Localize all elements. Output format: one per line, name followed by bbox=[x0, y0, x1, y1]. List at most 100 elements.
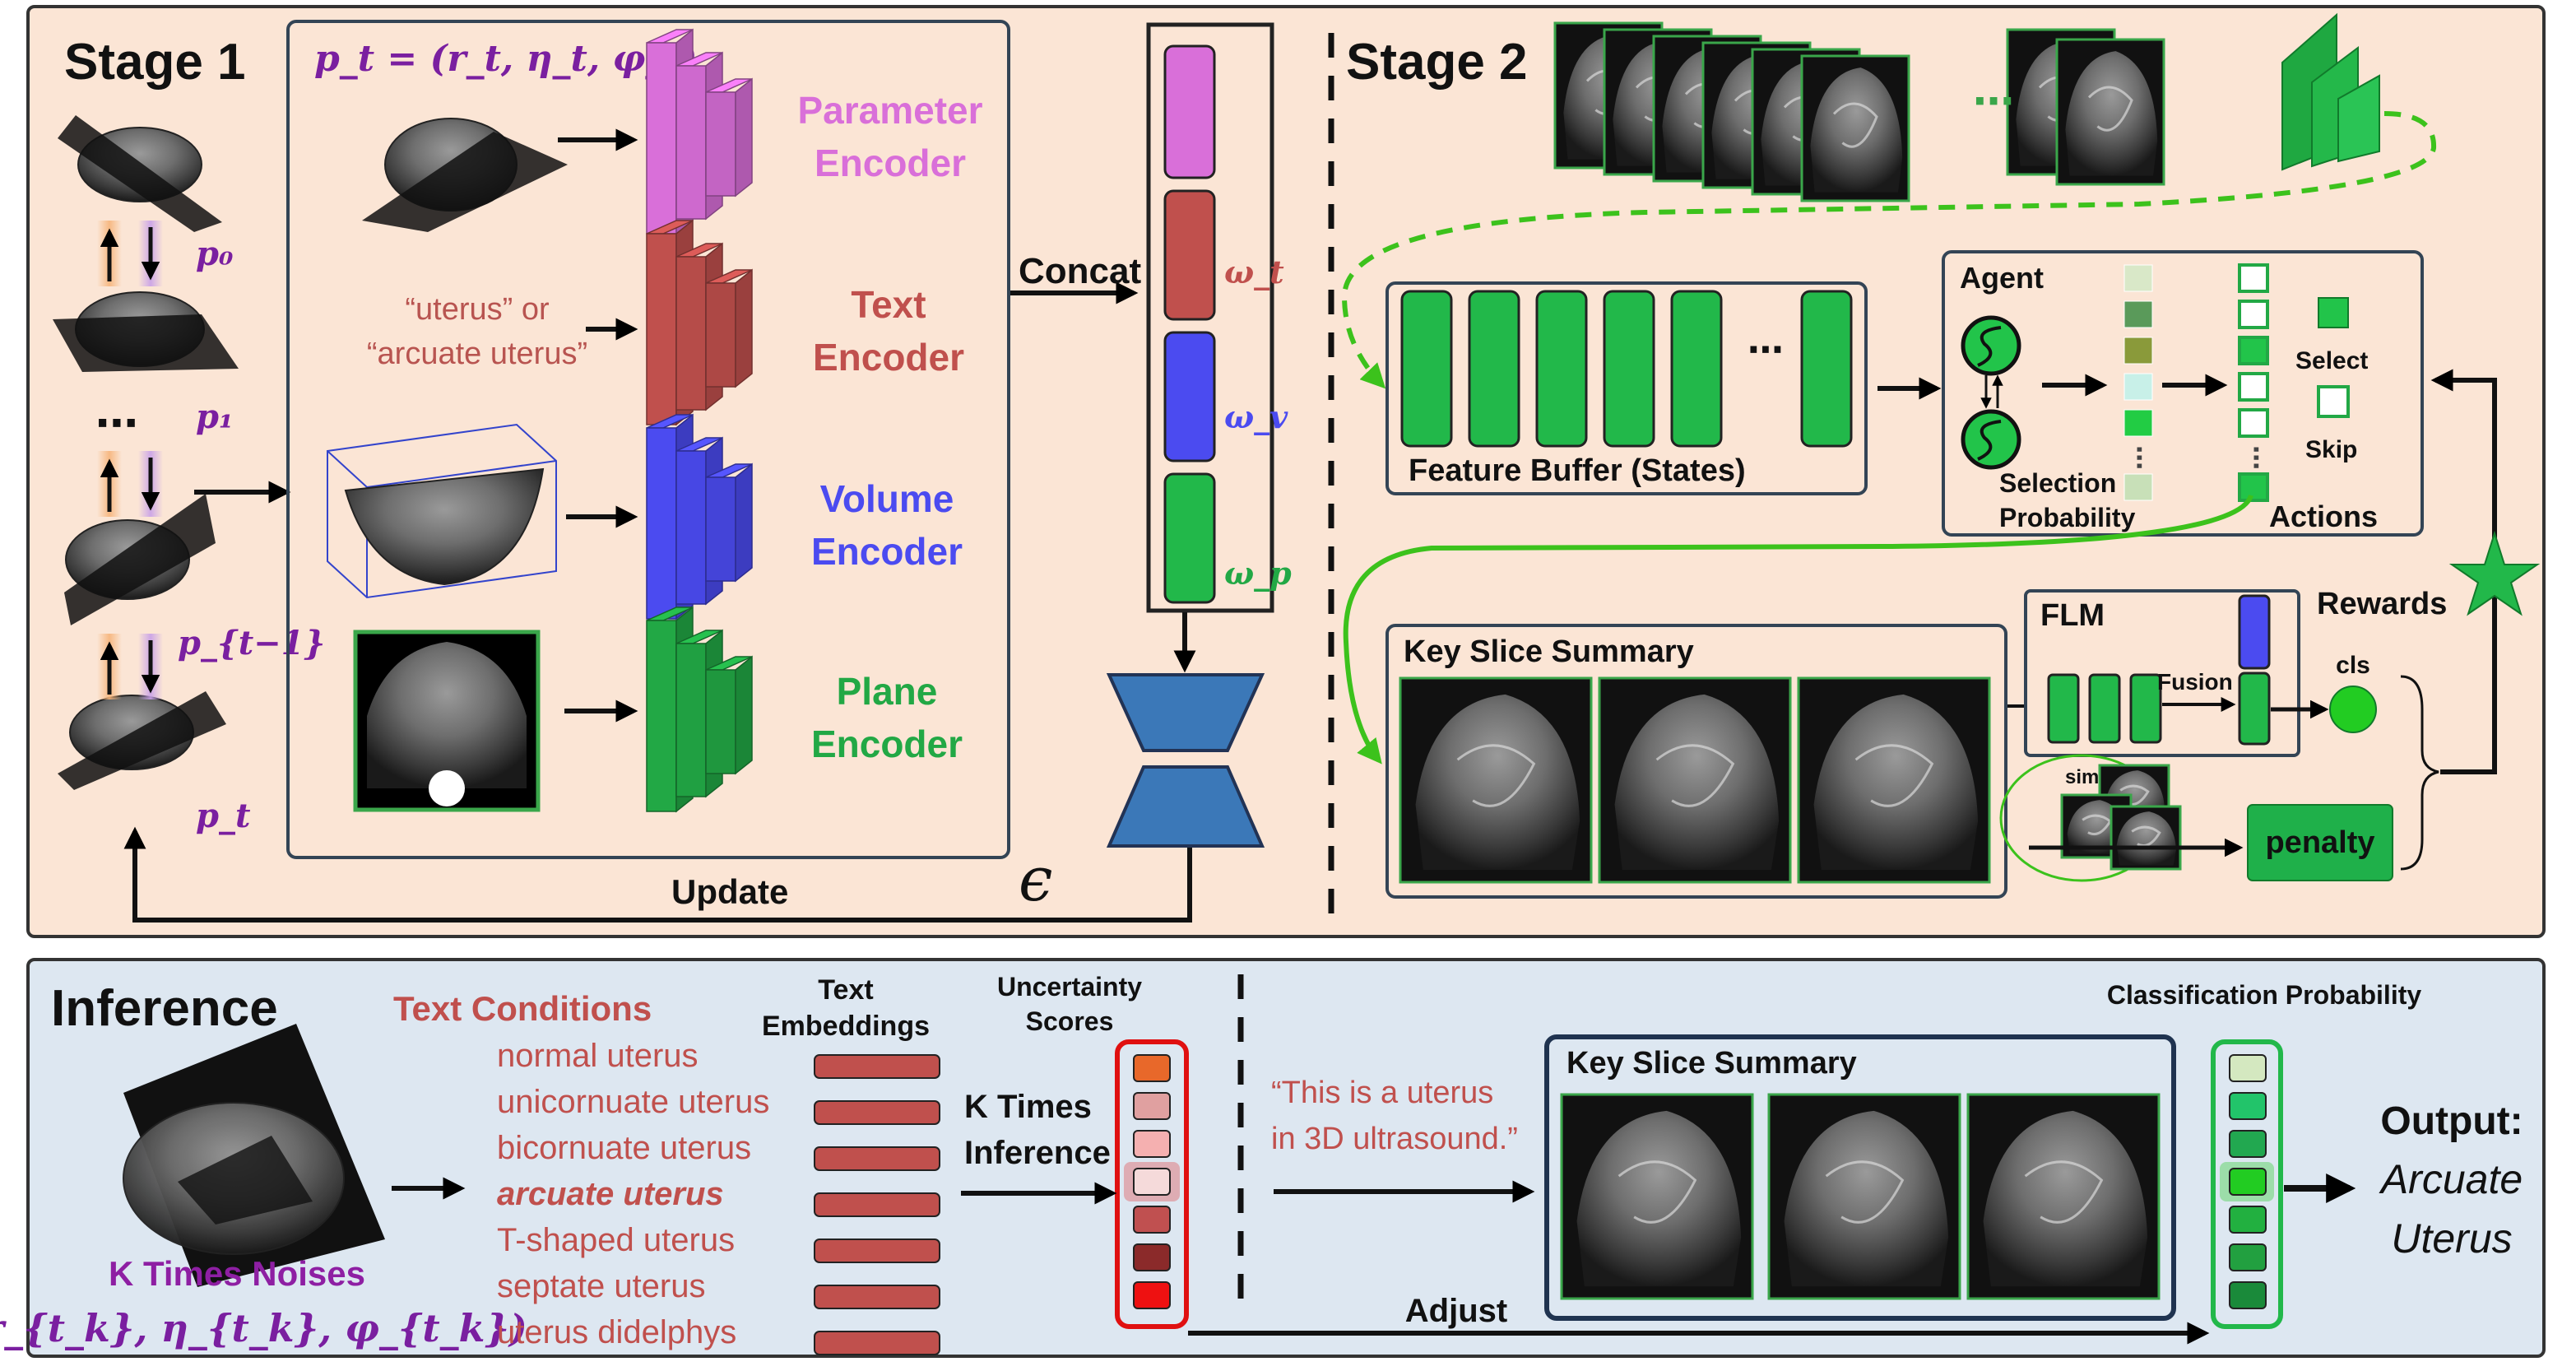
encoder-blocks bbox=[646, 28, 753, 813]
pose-formula: p_t = (r_t, η_t, φ_t) bbox=[314, 38, 697, 80]
inference-key-slice-3 bbox=[1966, 1093, 2161, 1300]
uncertainty-cell-5 bbox=[1133, 1206, 1171, 1234]
output-line-2: Uterus bbox=[2391, 1215, 2512, 1262]
action-cell-4 bbox=[2238, 372, 2269, 402]
parameter-encoder-block bbox=[646, 28, 753, 235]
text-condition-1: normal uterus bbox=[497, 1038, 699, 1074]
sim-label: sim bbox=[2065, 766, 2099, 788]
classification-cell-5 bbox=[2229, 1206, 2267, 1234]
penalty-label: penalty bbox=[2265, 825, 2374, 860]
fusion-image-feature bbox=[2238, 672, 2271, 746]
classification-cell-4 bbox=[2229, 1168, 2267, 1196]
uncertainty-cell-1 bbox=[1133, 1054, 1171, 1082]
classification-cell-2 bbox=[2229, 1092, 2267, 1120]
denoiser-network bbox=[1106, 673, 1265, 848]
slice-to-buffer-arrow bbox=[1341, 111, 2437, 389]
actions-to-summary-arrow bbox=[1343, 494, 2253, 765]
stage2-key-slices bbox=[1399, 676, 1991, 884]
update-arrow bbox=[123, 826, 1192, 923]
text-embedding-7 bbox=[814, 1331, 940, 1355]
text-input-line2: “arcuate uterus” bbox=[367, 337, 587, 371]
plane-encoder-block bbox=[646, 606, 753, 813]
flm-layer-2 bbox=[2088, 673, 2121, 744]
stage1-title: Stage 1 bbox=[64, 34, 246, 91]
volume-encoder-label-1: Volume bbox=[820, 477, 954, 520]
classification-cell-3 bbox=[2229, 1130, 2267, 1158]
feature-slot-volume bbox=[1163, 331, 1216, 462]
text-embedding-1 bbox=[814, 1054, 940, 1079]
rewards-label: Rewards bbox=[2317, 587, 2447, 621]
text-encoder-label-2: Encoder bbox=[813, 336, 964, 379]
fusion-label: Fusion bbox=[2157, 669, 2233, 695]
action-cell-2 bbox=[2238, 300, 2269, 329]
text-conditions-list: normal uterus unicornuate uterus bicornuat… bbox=[497, 1038, 769, 1350]
omega-p-label: ω_p bbox=[1224, 555, 1292, 592]
parameter-encoder-label-2: Encoder bbox=[815, 142, 966, 184]
feature-buffer bbox=[1385, 281, 1868, 495]
agent-panel bbox=[1942, 250, 2424, 537]
concat-feature-box bbox=[1146, 22, 1274, 613]
flm-layer-3 bbox=[2129, 673, 2162, 744]
parameter-input-volume bbox=[362, 118, 568, 232]
text-condition-3: bicornuate uterus bbox=[497, 1130, 751, 1166]
inference-key-slice-summary-label: Key Slice Summary bbox=[1566, 1046, 1857, 1081]
adjust-label: Adjust bbox=[1405, 1293, 1507, 1329]
uncertainty-cell-4 bbox=[1133, 1168, 1171, 1196]
selection-prob-cell-2 bbox=[2123, 300, 2153, 328]
action-cell-6 bbox=[2238, 472, 2269, 502]
text-embedding-4 bbox=[814, 1192, 940, 1217]
encoder-box bbox=[286, 20, 1010, 859]
plane-input-image bbox=[353, 630, 541, 812]
pose-arrows-0 bbox=[97, 221, 163, 286]
stage2-title: Stage 2 bbox=[1346, 34, 1528, 91]
k-times-label-2: Inference bbox=[964, 1135, 1111, 1171]
flm-layer-1 bbox=[2047, 673, 2080, 744]
pose-arrows-1 bbox=[97, 451, 163, 517]
actions-label: Actions bbox=[2269, 500, 2378, 533]
select-legend-label: Select bbox=[2295, 347, 2368, 374]
pose-label-p1: p₁ bbox=[196, 397, 234, 436]
flm-box bbox=[2024, 589, 2300, 757]
pose-ellipsis: ⋯ bbox=[95, 400, 138, 448]
stack-slice-6 bbox=[1800, 54, 1910, 202]
volume-encoder-label-2: Encoder bbox=[811, 530, 963, 573]
prompt-line-1: “This is a uterus bbox=[1271, 1076, 1493, 1110]
text-embeddings-label-1: Text bbox=[818, 974, 873, 1006]
output-label: Output: bbox=[2380, 1099, 2523, 1143]
agent-network bbox=[1961, 315, 2021, 470]
inference-title: Inference bbox=[51, 980, 278, 1037]
select-legend-swatch bbox=[2318, 297, 2349, 328]
update-label: Update bbox=[671, 872, 788, 911]
rewards-brace bbox=[2400, 675, 2439, 871]
noise-formula: (r_{t_k}, η_{t_k}, φ_{t_k}) bbox=[0, 1306, 527, 1350]
pose-volume-3 bbox=[58, 691, 226, 790]
stage1-section: Stage 1 bbox=[53, 20, 1292, 923]
pose-volume-2 bbox=[64, 494, 216, 625]
pose-label-pt: p_t bbox=[196, 797, 251, 835]
action-cell-3 bbox=[2238, 336, 2269, 365]
selection-prob-cell-4 bbox=[2123, 373, 2153, 401]
classification-cell-7 bbox=[2229, 1281, 2267, 1309]
text-embeddings-bars bbox=[814, 1054, 940, 1355]
selection-prob-cell-1 bbox=[2123, 264, 2153, 292]
pose-arrows-2 bbox=[97, 634, 163, 699]
action-cell-1 bbox=[2238, 263, 2269, 293]
uncertainty-cell-2 bbox=[1133, 1092, 1171, 1120]
pose-label-pt-minus-1: p_{t−1} bbox=[178, 624, 325, 662]
feature-slot-text bbox=[1163, 189, 1216, 321]
text-condition-2: unicornuate uterus bbox=[497, 1084, 769, 1120]
text-condition-6: septate uterus bbox=[497, 1268, 706, 1304]
volume-encoder-block bbox=[646, 413, 753, 620]
text-embedding-3 bbox=[814, 1146, 940, 1171]
output-line-1: Arcuate bbox=[2379, 1156, 2523, 1202]
uncertainty-scores bbox=[1124, 1054, 1180, 1309]
buffer-slot-4 bbox=[1603, 290, 1655, 448]
uncertainty-label-1: Uncertainty bbox=[997, 972, 1142, 1002]
uncertainty-label-2: Scores bbox=[1026, 1006, 1114, 1036]
plane-encoder-label-1: Plane bbox=[837, 670, 938, 713]
volume-input bbox=[327, 423, 557, 599]
classification-box bbox=[2211, 1039, 2283, 1329]
noise-label: K Times Noises bbox=[109, 1254, 365, 1293]
epsilon-label: ϵ bbox=[1019, 844, 1052, 915]
